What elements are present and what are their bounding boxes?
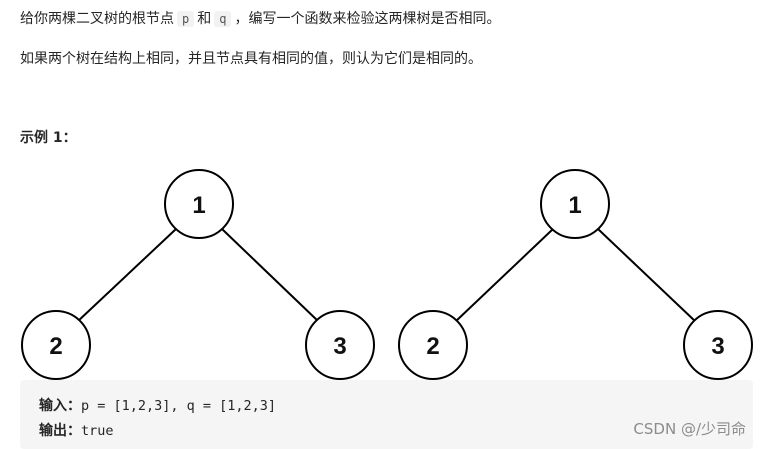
edge-right (597, 228, 697, 323)
node-label: 3 (333, 333, 346, 360)
output-label: 输出： (39, 423, 81, 439)
example-io-block: 输入：p = [1,2,3], q = [1,2,3] 输出：true (20, 380, 753, 449)
edge-left (454, 228, 554, 323)
tree-node: 3 (305, 310, 375, 380)
sameness-rule: 如果两个树在结构上相同，并且节点具有相同的值，则认为它们是相同的。 (20, 51, 482, 67)
node-label: 2 (426, 333, 439, 360)
tree-node: 2 (398, 310, 468, 380)
node-label: 2 (49, 333, 62, 360)
node-label: 3 (711, 333, 724, 360)
tree-node: 3 (683, 310, 753, 380)
tree-p: 1 2 3 (21, 169, 375, 380)
tree-node: 1 (164, 169, 234, 239)
input-value: p = [1,2,3], q = [1,2,3] (81, 398, 277, 414)
statement-text-2: ，编写一个函数来检验这两棵树是否相同。 (234, 11, 501, 27)
code-q: q (214, 11, 232, 27)
output-line: 输出：true (39, 421, 114, 441)
tree-node: 2 (21, 310, 91, 380)
node-label: 1 (192, 192, 205, 219)
node-label: 1 (568, 192, 581, 219)
output-value: true (81, 423, 114, 439)
input-label: 输入： (39, 398, 81, 414)
edge-right (221, 228, 320, 323)
csdn-watermark: CSDN @/少司命 (633, 420, 746, 438)
tree-node: 1 (540, 169, 610, 239)
input-line: 输入：p = [1,2,3], q = [1,2,3] (39, 396, 276, 416)
code-p: p (177, 11, 195, 27)
example-title: 示例 1： (20, 130, 77, 146)
tree-q: 1 2 3 (398, 169, 753, 380)
edge-left (76, 228, 177, 323)
statement-text-1: 给你两棵二叉树的根节点 (20, 11, 174, 27)
statement-and: 和 (197, 11, 212, 27)
